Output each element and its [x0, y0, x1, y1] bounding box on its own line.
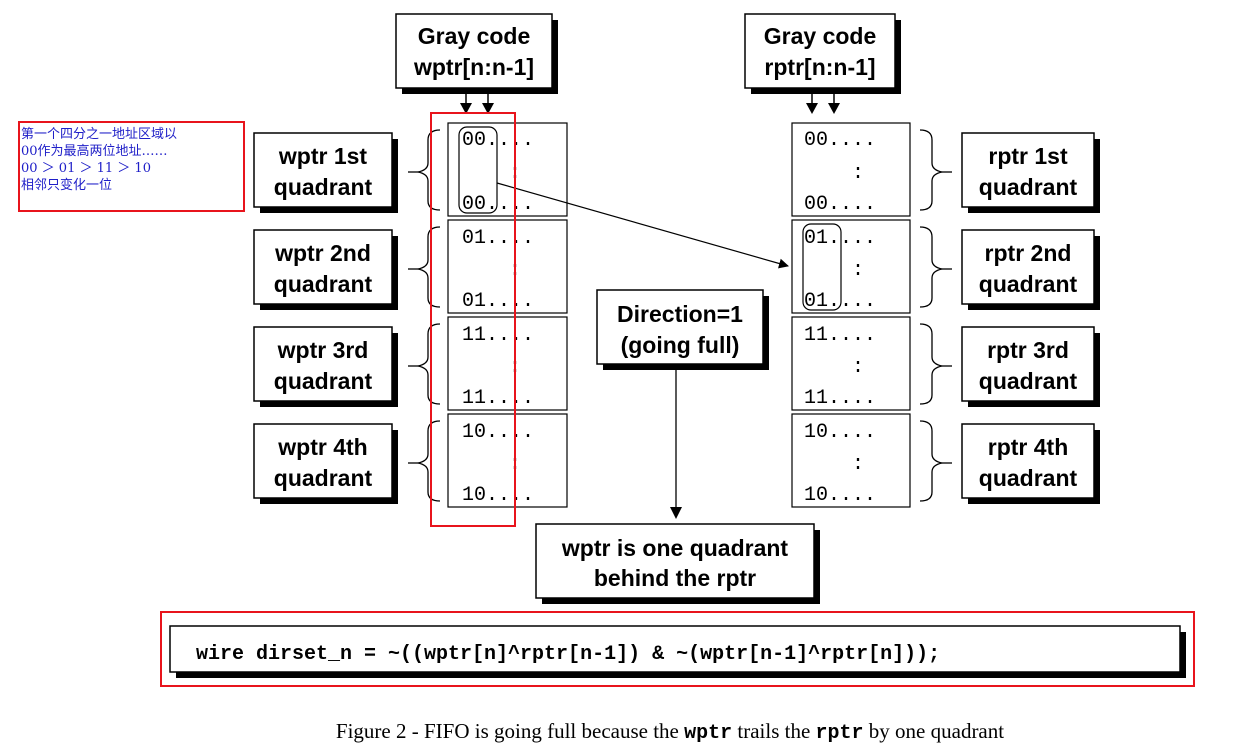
rptr-2nd-line2: quadrant: [979, 271, 1078, 297]
red-annotation-frame: [18, 121, 245, 212]
left-block-2-top: 01....: [462, 227, 534, 250]
left-block-3-bottom: 11....: [462, 387, 534, 410]
right-block-4-mid: :: [852, 453, 864, 476]
caption-code-rptr: rptr: [816, 722, 864, 745]
cn-line-1: 第一个四分之一地址区域以: [21, 127, 177, 142]
wptr-3rd-line1: wptr 3rd: [277, 337, 369, 363]
right-block-2-top: 01....: [804, 227, 876, 250]
figure-caption: Figure 2 - FIFO is going full because th…: [336, 719, 1004, 745]
right-block-1-mid: :: [852, 162, 864, 185]
left-block-1-top: 00....: [462, 129, 534, 152]
left-memory-column: 00.... : 00.... 01.... : 01.... 11.... :…: [447, 122, 568, 508]
wptr-1st-line1: wptr 1st: [278, 143, 368, 169]
caption-mid: trails the: [732, 719, 815, 743]
red-code-frame: [160, 611, 1195, 687]
cn-line-3: 00 ＞ 01 ＞ 11 ＞ 10: [21, 161, 151, 176]
header-arrows: [460, 94, 840, 114]
left-oval-highlight: [458, 126, 498, 214]
result-line1: wptr is one quadrant: [561, 535, 789, 561]
left-block-2-bottom: 01....: [462, 290, 534, 313]
rptr-4th-line2: quadrant: [979, 465, 1078, 491]
wptr-4th-line1: wptr 4th: [277, 434, 367, 460]
right-block-3-top: 11....: [804, 324, 876, 347]
rptr-4th-line1: rptr 4th: [988, 434, 1069, 460]
right-oval-highlight: [802, 223, 842, 311]
left-quadrant-labels: wptr 1st quadrant wptr 2nd quadrant wptr…: [253, 132, 398, 504]
rptr-3rd-line2: quadrant: [979, 368, 1078, 394]
right-block-3-bottom: 11....: [804, 387, 876, 410]
direction-box: Direction=1 (going full): [596, 289, 769, 370]
cn-annotation: 第一个四分之一地址区域以 00作为最高两位地址…… 00 ＞ 01 ＞ 11 ＞…: [21, 127, 177, 193]
left-block-1-bottom: 00....: [462, 193, 534, 216]
right-block-2-mid: :: [852, 259, 864, 282]
code-line: wire dirset_n = ~((wptr[n]^rptr[n-1]) & …: [196, 643, 940, 666]
caption-suffix: by one quadrant: [864, 719, 1005, 743]
result-box: wptr is one quadrant behind the rptr: [535, 523, 820, 604]
right-block-4-bottom: 10....: [804, 484, 876, 507]
rptr-3rd-line1: rptr 3rd: [987, 337, 1069, 363]
left-block-4-bottom: 10....: [462, 484, 534, 507]
right-block-2-bottom: 01....: [804, 290, 876, 313]
header-box-rptr: Gray code rptr[n:n-1]: [744, 13, 901, 94]
right-memory-column: 00.... : 00.... 01.... : 01.... 11.... :…: [791, 122, 911, 508]
right-quadrant-labels: rptr 1st quadrant rptr 2nd quadrant rptr…: [961, 132, 1100, 504]
caption-prefix: Figure 2 - FIFO is going full because th…: [336, 719, 684, 743]
caption-code-wptr: wptr: [684, 722, 732, 745]
left-block-3-top: 11....: [462, 324, 534, 347]
left-block-4-top: 10....: [462, 421, 534, 444]
left-braces: [408, 129, 441, 502]
rptr-1st-line2: quadrant: [979, 174, 1078, 200]
wptr-4th-line2: quadrant: [274, 465, 373, 491]
rptr-1st-line1: rptr 1st: [988, 143, 1068, 169]
direction-arrow-head: [670, 507, 682, 519]
right-block-1-bottom: 00....: [804, 193, 876, 216]
direction-line2: (going full): [621, 332, 740, 358]
wptr-2nd-line1: wptr 2nd: [274, 240, 371, 266]
rptr-2nd-line1: rptr 2nd: [985, 240, 1072, 266]
header-rptr-line1: Gray code: [764, 23, 877, 49]
code-box: wire dirset_n = ~((wptr[n]^rptr[n-1]) & …: [169, 625, 1186, 678]
red-highlight-column: [430, 112, 516, 527]
header-wptr-line2: wptr[n:n-1]: [413, 54, 534, 80]
wptr-3rd-line2: quadrant: [274, 368, 373, 394]
header-rptr-line2: rptr[n:n-1]: [764, 54, 875, 80]
right-block-1-top: 00....: [804, 129, 876, 152]
wptr-2nd-line2: quadrant: [274, 271, 373, 297]
wptr-1st-line2: quadrant: [274, 174, 373, 200]
header-box-wptr: Gray code wptr[n:n-1]: [395, 13, 558, 94]
cn-line-4: 相邻只变化一位: [21, 177, 112, 193]
right-braces: [919, 129, 952, 502]
header-wptr-line1: Gray code: [418, 23, 531, 49]
direction-line1: Direction=1: [617, 301, 743, 327]
cn-line-2: 00作为最高两位地址……: [21, 143, 168, 159]
right-block-3-mid: :: [852, 356, 864, 379]
pointer-arrow: [496, 182, 789, 269]
right-block-4-top: 10....: [804, 421, 876, 444]
result-line2: behind the rptr: [594, 565, 756, 591]
